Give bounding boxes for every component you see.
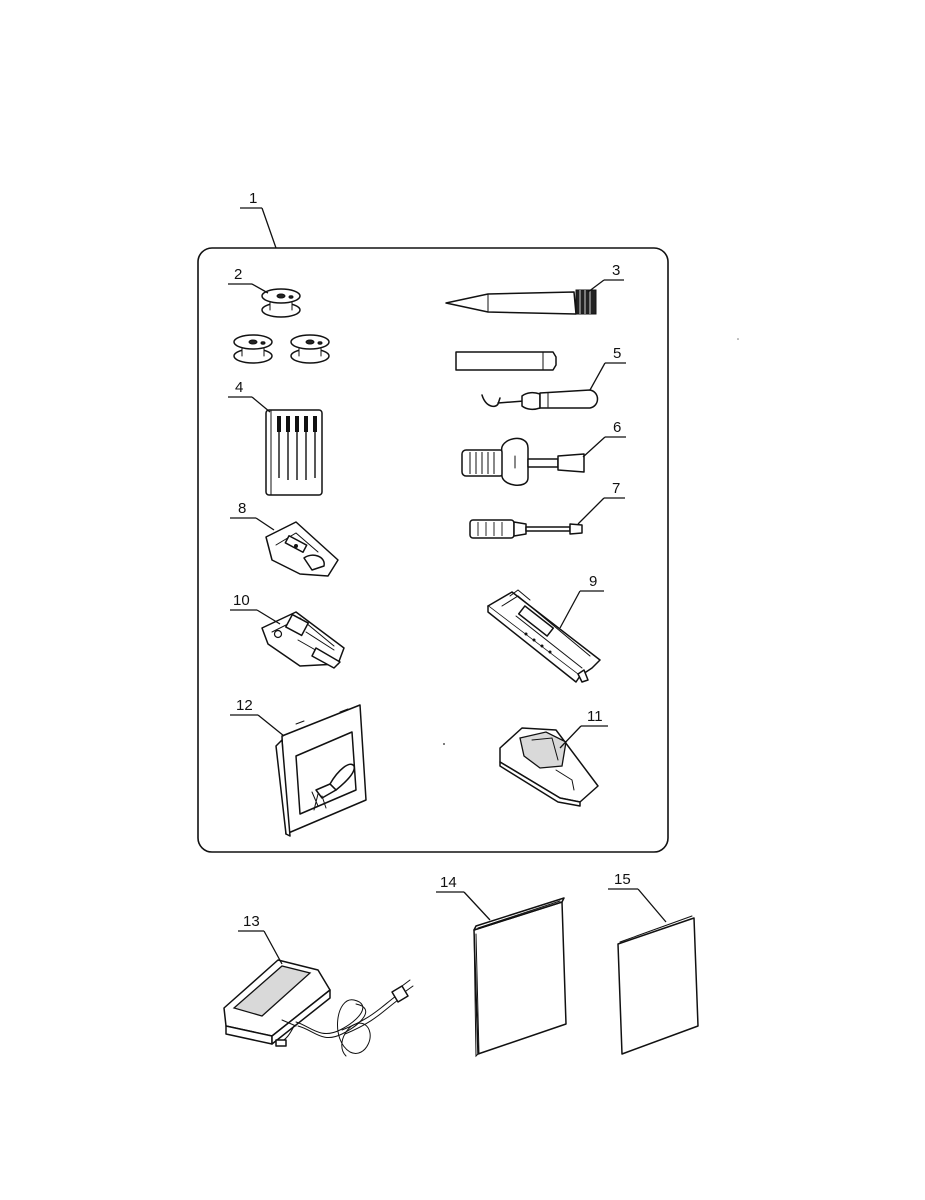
manual-book-icon <box>473 897 567 1058</box>
callout-2: 2 <box>228 266 269 294</box>
felt-card-icon <box>275 704 367 837</box>
svg-text:14: 14 <box>440 874 457 891</box>
callout-15: 15 <box>608 871 667 923</box>
zipper-foot-icon <box>265 521 339 577</box>
svg-text:7: 7 <box>612 480 620 497</box>
callout-10: 10 <box>230 592 281 625</box>
svg-text:5: 5 <box>613 345 621 362</box>
seam-ripper-icon <box>481 389 599 411</box>
screwdriver-large-icon <box>461 437 585 486</box>
satin-stitch-foot-icon <box>499 727 599 807</box>
accessory-box-outline <box>197 247 669 853</box>
callout-8: 8 <box>230 500 275 531</box>
svg-text:1: 1 <box>249 190 257 207</box>
callout-13: 13 <box>238 913 283 965</box>
scan-speck <box>443 743 445 745</box>
svg-text:2: 2 <box>234 266 242 283</box>
callout-1: 1 <box>240 190 277 249</box>
svg-text:12: 12 <box>236 697 253 714</box>
svg-text:8: 8 <box>238 500 246 517</box>
callout-14: 14 <box>436 874 491 921</box>
callout-12: 12 <box>230 697 285 737</box>
bobbin-icon <box>233 288 330 364</box>
svg-text:3: 3 <box>612 262 620 279</box>
callout-5: 5 <box>589 345 626 391</box>
svg-text:6: 6 <box>613 419 621 436</box>
callout-11: 11 <box>559 708 608 749</box>
booklet-icon <box>617 915 699 1055</box>
callout-6: 6 <box>582 419 626 458</box>
buttonhole-foot-icon <box>487 589 601 683</box>
overedge-foot-icon <box>261 611 345 669</box>
callout-7: 7 <box>577 480 625 525</box>
screwdriver-small-icon <box>469 519 583 539</box>
needle-pack-icon <box>265 409 323 496</box>
svg-text:4: 4 <box>235 379 243 396</box>
scan-speck <box>737 338 739 340</box>
callout-4: 4 <box>228 379 271 413</box>
lint-brush-icon <box>445 289 597 315</box>
svg-text:13: 13 <box>243 913 260 930</box>
callout-9: 9 <box>559 573 604 629</box>
svg-text:9: 9 <box>589 573 597 590</box>
callout-3: 3 <box>587 262 624 293</box>
seam-ripper-cap-icon <box>455 351 557 371</box>
svg-text:15: 15 <box>614 871 631 888</box>
foot-control-icon <box>223 959 414 1057</box>
svg-text:10: 10 <box>233 592 250 609</box>
svg-text:11: 11 <box>587 708 603 725</box>
